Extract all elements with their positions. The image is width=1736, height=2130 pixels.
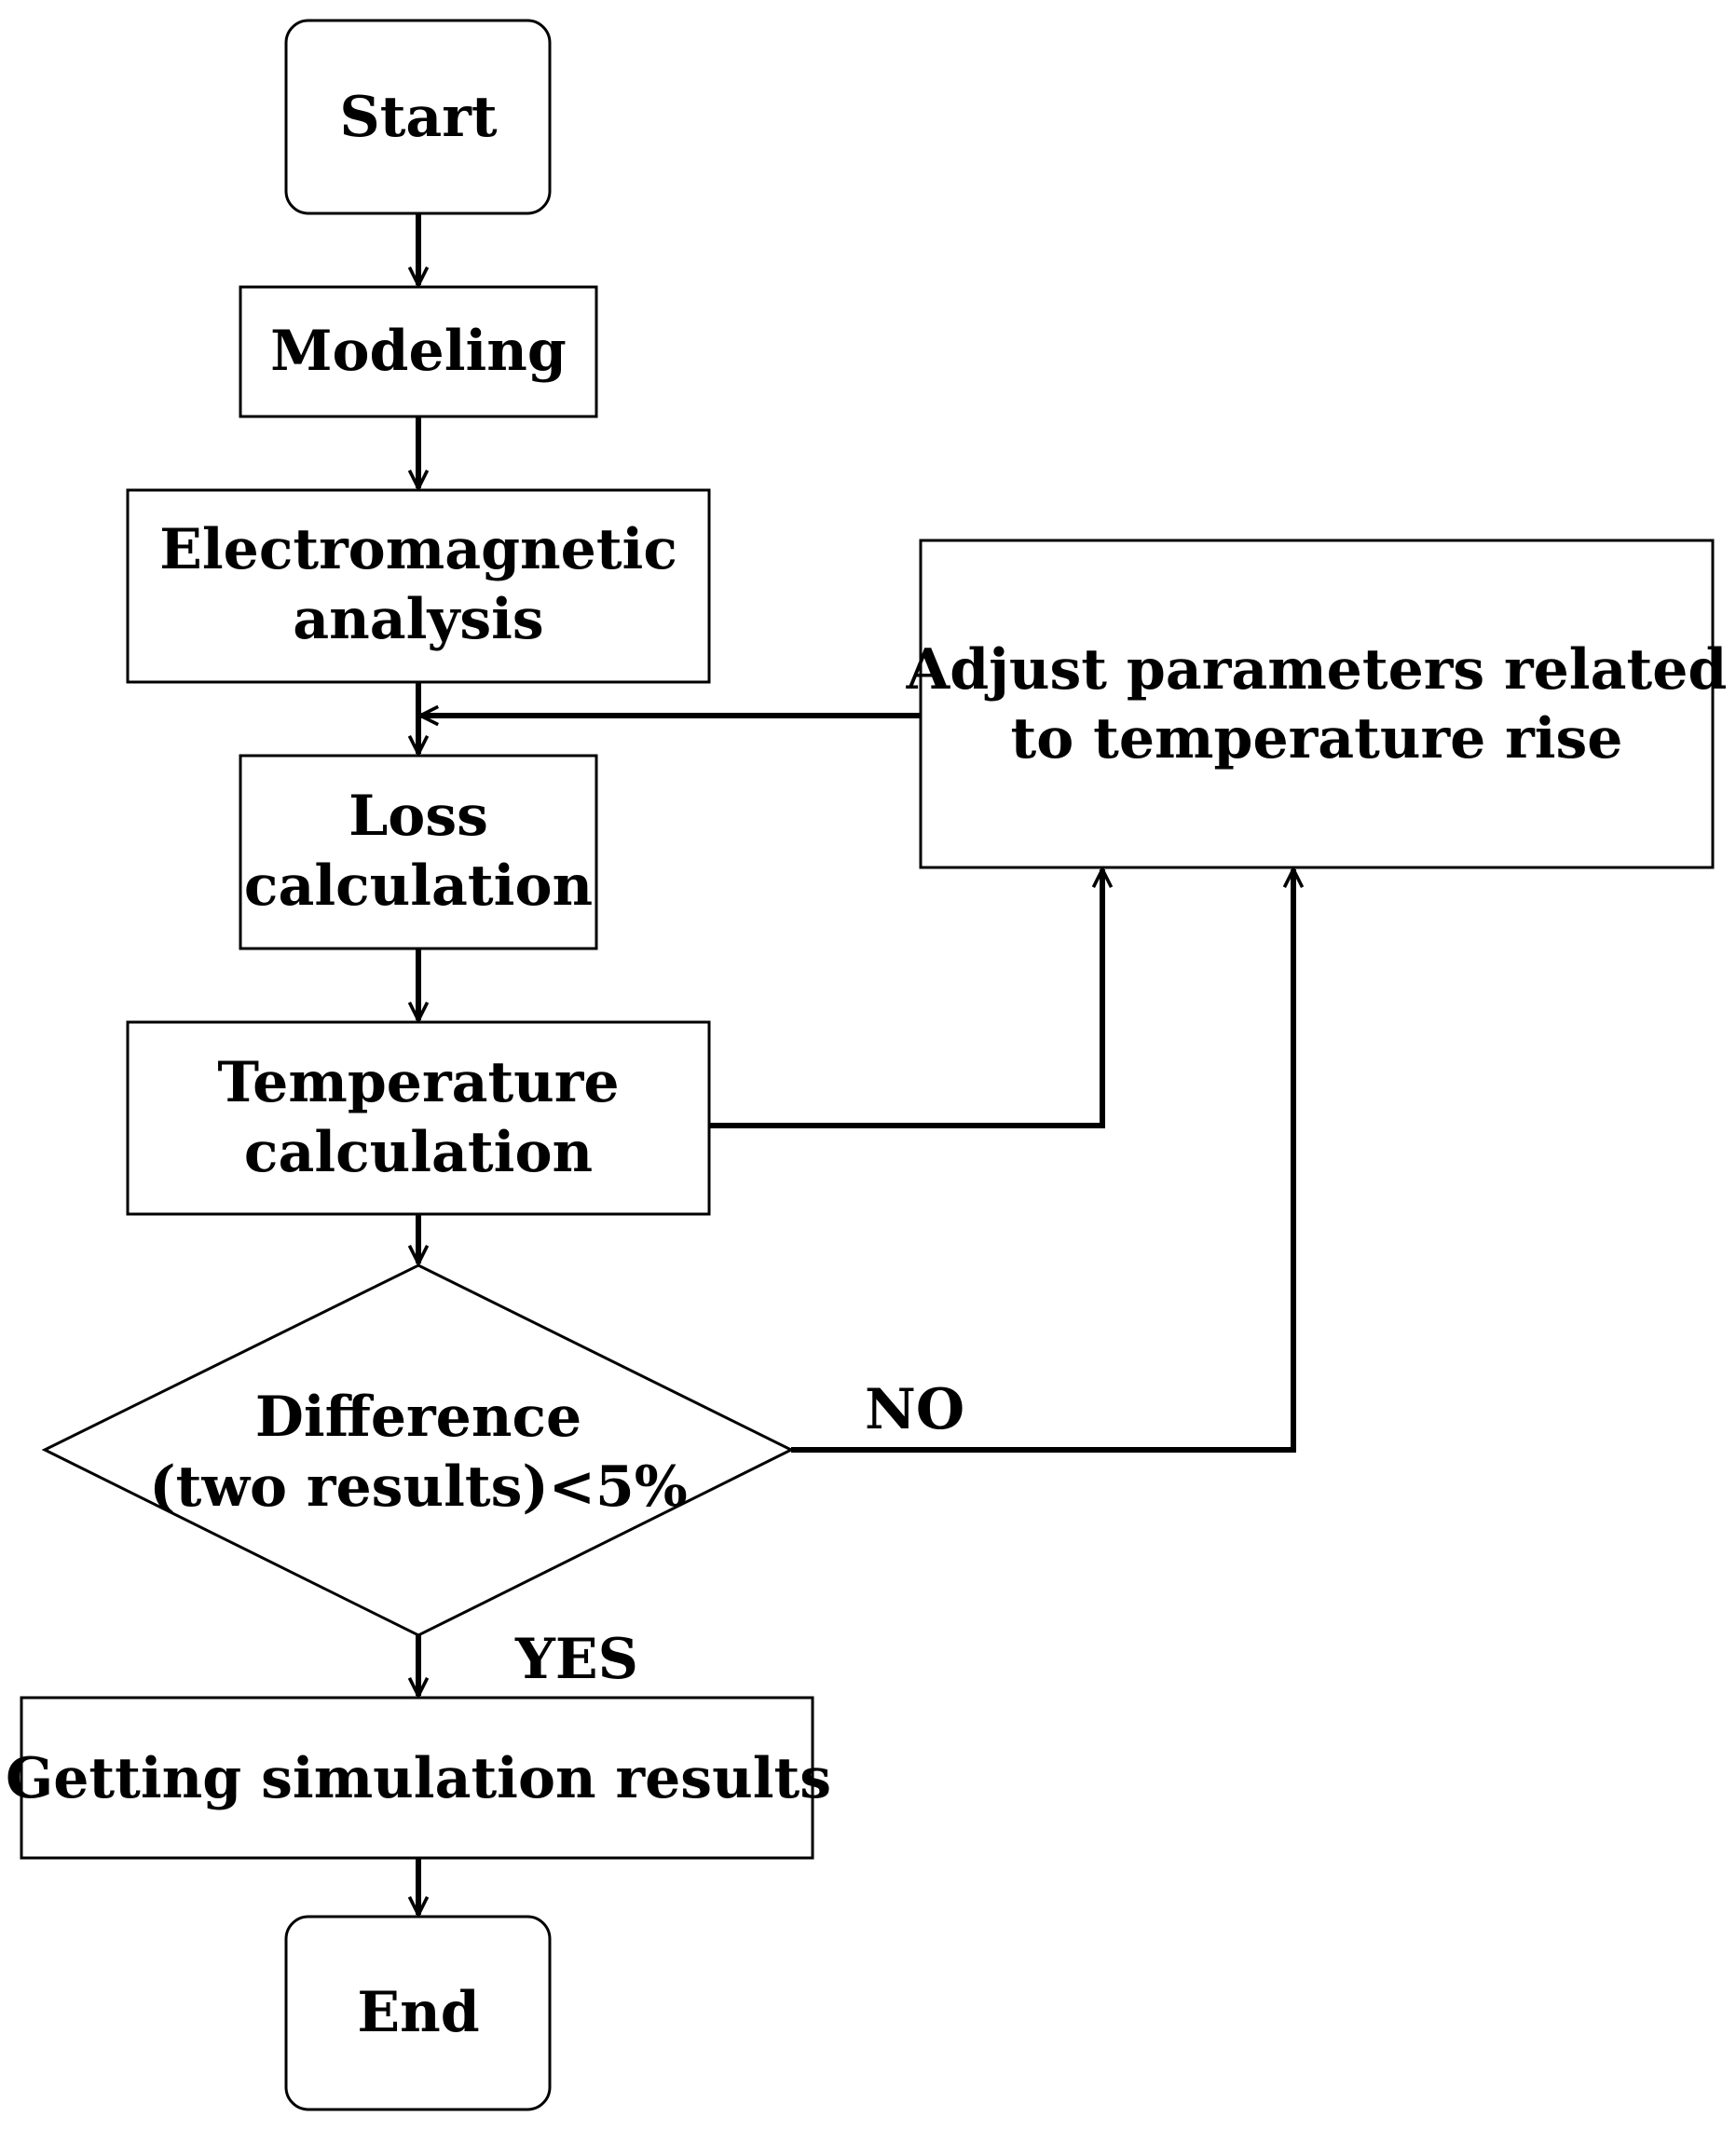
temperature-label-line1: Temperature (217, 1050, 619, 1115)
electromagnetic-analysis-node: Electromagnetic analysis (126, 488, 711, 684)
arrow-decision-no-to-adjust (791, 869, 1293, 1453)
adjust-label-line1: Adjust parameters related (906, 637, 1728, 703)
end-node: End (284, 1915, 552, 2111)
loss-label-line2: calculation (244, 853, 593, 919)
decision-label-line1: Difference (255, 1385, 581, 1450)
results-node: Getting simulation results (6, 1696, 831, 1860)
adjust-label-line2: to temperature rise (1011, 706, 1623, 771)
decision-label-line2: (two results)<5% (149, 1454, 688, 1520)
start-node: Start (284, 19, 552, 215)
start-label: Start (339, 85, 498, 150)
temperature-calculation-node: Temperature calculation (126, 1020, 711, 1216)
loss-calculation-node: Loss calculation (239, 754, 598, 950)
electromagnetic-label-line2: analysis (293, 587, 543, 652)
arrow-temperature-to-adjust (709, 869, 1102, 1128)
modeling-node: Modeling (239, 285, 598, 418)
adjust-parameters-node: Adjust parameters related to temperature… (906, 539, 1728, 869)
decision-node: Difference (two results)<5% (41, 1263, 795, 1637)
electromagnetic-label-line1: Electromagnetic (159, 517, 677, 582)
end-label: End (357, 1980, 479, 2045)
no-label: NO (865, 1377, 964, 1442)
loss-label-line1: Loss (349, 784, 488, 849)
modeling-label: Modeling (270, 319, 567, 384)
results-label: Getting simulation results (6, 1746, 831, 1811)
temperature-label-line2: calculation (244, 1120, 593, 1185)
yes-label: YES (514, 1627, 638, 1692)
